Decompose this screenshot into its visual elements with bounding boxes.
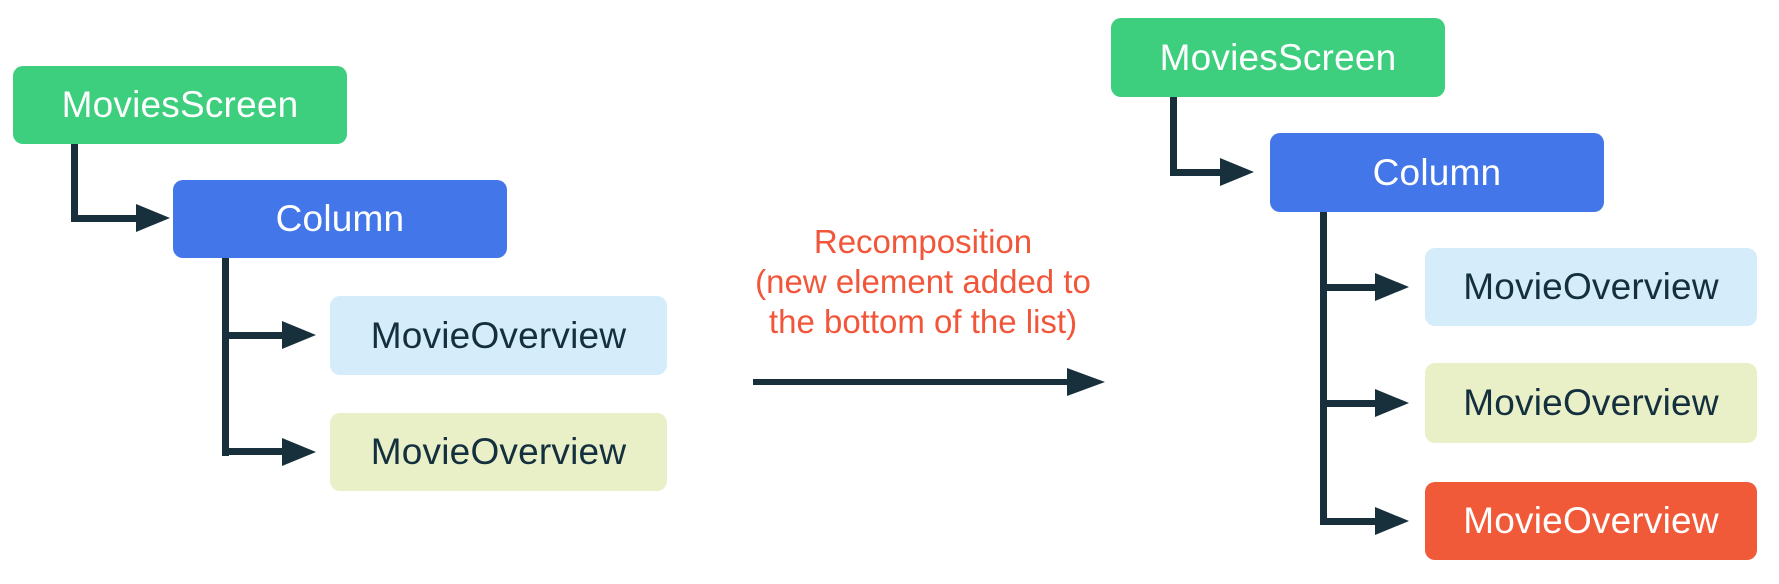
annotation-line-3: the bottom of the list) bbox=[768, 303, 1078, 340]
recomposition-arrow-shaft bbox=[753, 379, 1067, 385]
arrowhead-icon bbox=[282, 321, 316, 349]
right-tree-node-movieoverview-2: MovieOverview bbox=[1425, 363, 1757, 443]
left-tree-node-movieoverview-1: MovieOverview bbox=[330, 296, 667, 375]
left-tree-node-column: Column bbox=[173, 180, 507, 258]
left-connector-branch1-segment bbox=[222, 332, 282, 339]
right-connector-branch1-segment bbox=[1320, 284, 1375, 291]
left-tree-node-movieoverview-2: MovieOverview bbox=[330, 413, 667, 491]
arrowhead-icon bbox=[1375, 389, 1409, 417]
right-connector-branch3-segment bbox=[1320, 518, 1375, 525]
left-connector-column-vertical-segment bbox=[222, 258, 229, 456]
right-tree-node-column: Column bbox=[1270, 133, 1604, 212]
annotation-line-2: (new element added to bbox=[755, 263, 1091, 300]
arrowhead-icon bbox=[1220, 158, 1254, 186]
left-connector-branch2-segment bbox=[222, 448, 282, 455]
right-connector-green-vertical-segment bbox=[1170, 97, 1177, 176]
annotation-line-1: Recomposition bbox=[813, 223, 1033, 260]
right-connector-green-horizontal-segment bbox=[1170, 169, 1220, 176]
arrowhead-icon bbox=[1375, 273, 1409, 301]
left-connector-green-vertical-segment bbox=[71, 144, 78, 222]
right-tree-node-moviesscreen: MoviesScreen bbox=[1111, 18, 1445, 97]
arrowhead-icon bbox=[1375, 507, 1409, 535]
left-tree-node-moviesscreen: MoviesScreen bbox=[13, 66, 347, 144]
right-connector-branch2-segment bbox=[1320, 400, 1375, 407]
recomposition-annotation: Recomposition (new element added to the … bbox=[673, 222, 1173, 342]
right-connector-column-vertical-segment bbox=[1320, 212, 1327, 525]
left-connector-green-horizontal-segment bbox=[71, 215, 136, 222]
recomposition-arrowhead-icon bbox=[1067, 368, 1105, 396]
right-tree-node-movieoverview-3-new: MovieOverview bbox=[1425, 482, 1757, 560]
arrowhead-icon bbox=[136, 204, 170, 232]
arrowhead-icon bbox=[282, 438, 316, 466]
right-tree-node-movieoverview-1: MovieOverview bbox=[1425, 248, 1757, 326]
